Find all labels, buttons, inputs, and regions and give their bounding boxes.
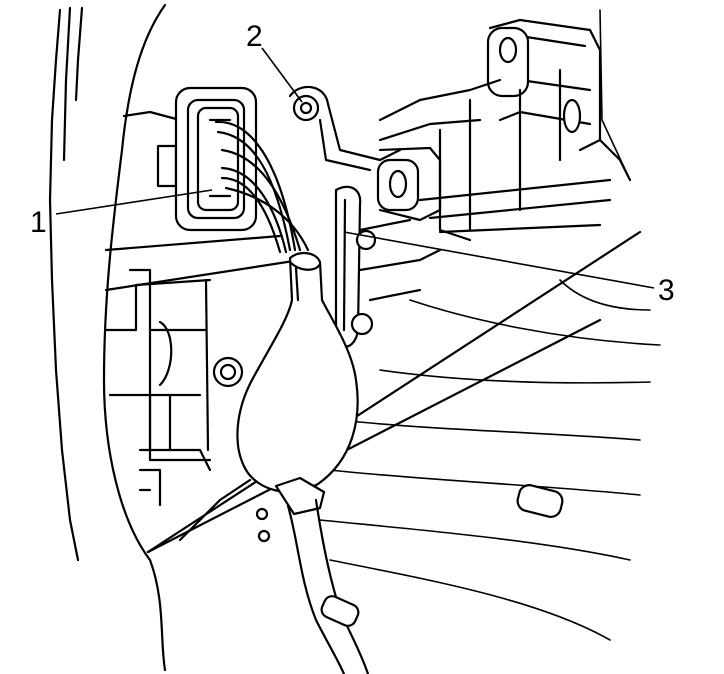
background-structure xyxy=(104,110,302,543)
body-panel-edge xyxy=(48,3,167,672)
wire-clip xyxy=(334,185,442,348)
leader-line-2 xyxy=(261,47,303,103)
callouts: 1 2 3 xyxy=(30,20,675,307)
lower-harness xyxy=(274,476,370,674)
mount-bracket xyxy=(288,86,442,222)
leader-line-1 xyxy=(55,189,213,215)
callout-3: 3 xyxy=(658,274,675,307)
diagonal-edge-lines xyxy=(146,230,642,554)
wire-bundle xyxy=(214,120,310,254)
connector xyxy=(156,86,258,232)
panel-slot xyxy=(516,484,564,518)
hinge-bracket xyxy=(378,18,632,242)
rubber-boot xyxy=(236,252,359,493)
leader-lines xyxy=(55,47,655,289)
leader-line-3 xyxy=(343,231,655,289)
panel-contours xyxy=(319,9,661,641)
callout-1: 1 xyxy=(30,206,47,239)
callout-2: 2 xyxy=(246,20,263,53)
